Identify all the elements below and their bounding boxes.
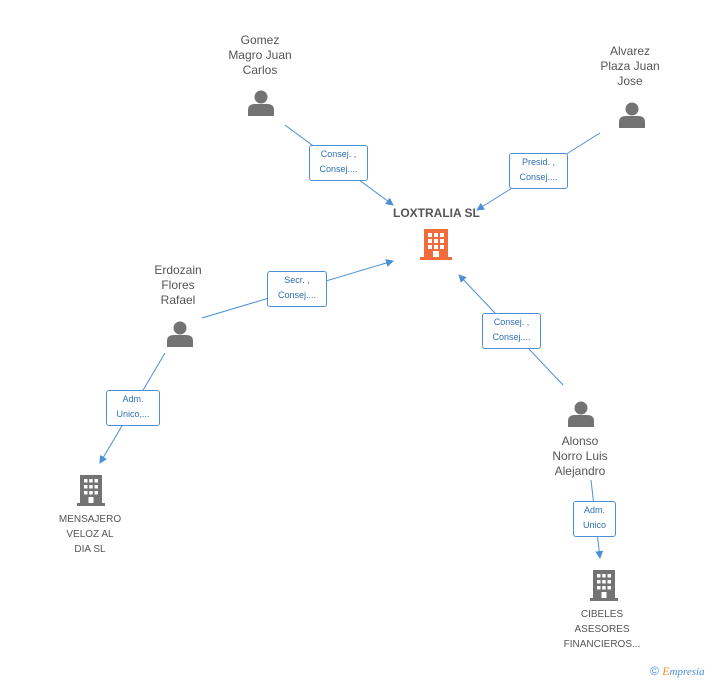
company-name-mensajero[interactable]: MENSAJERO VELOZ AL DIA SL xyxy=(40,512,140,557)
role-line: Consej.... xyxy=(519,172,558,182)
name-line: Erdozain xyxy=(154,263,202,277)
footer-brand[interactable]: © Empresia xyxy=(650,664,705,679)
name-line: Gomez xyxy=(240,33,280,47)
copyright-icon: © xyxy=(650,664,659,678)
name-line: Flores xyxy=(161,278,195,292)
person-icon[interactable] xyxy=(618,100,646,133)
person-name-gomez[interactable]: Gomez Magro Juan Carlos xyxy=(210,33,310,78)
role-line: Secr. , xyxy=(284,275,310,285)
building-icon[interactable] xyxy=(589,568,619,607)
name-line: VELOZ AL xyxy=(66,529,114,540)
name-line: FINANCIEROS... xyxy=(563,639,641,650)
name-line: Alonso xyxy=(561,434,599,448)
person-name-erdozain[interactable]: Erdozain Flores Rafael xyxy=(128,263,228,308)
role-box-alonso[interactable]: Consej. , Consej.... xyxy=(482,313,541,349)
role-line: Consej.... xyxy=(492,332,531,342)
role-box-erdozain-mensajero[interactable]: Adm. Unico,... xyxy=(106,390,160,426)
brand-initial: E xyxy=(662,664,670,678)
name-line: Magro Juan xyxy=(228,48,292,62)
role-line: Consej. , xyxy=(320,149,357,159)
brand-name: mpresia xyxy=(669,666,705,678)
role-box-erdozain[interactable]: Secr. , Consej.... xyxy=(267,271,327,307)
company-name-cibeles[interactable]: CIBELES ASESORES FINANCIEROS... xyxy=(552,607,652,652)
name-line: Alejandro xyxy=(554,464,606,478)
person-icon[interactable] xyxy=(166,319,194,352)
person-name-alvarez[interactable]: Alvarez Plaza Juan Jose xyxy=(580,44,680,89)
name-line: Jose xyxy=(617,74,643,88)
role-box-alonso-cibeles[interactable]: Adm. Unico xyxy=(573,501,616,537)
person-icon[interactable] xyxy=(567,399,595,432)
name-line: ASESORES xyxy=(574,624,630,635)
role-line: Unico xyxy=(582,520,606,530)
name-line: CIBELES xyxy=(580,609,624,620)
role-line: Consej. , xyxy=(493,317,530,327)
main-company-name[interactable]: LOXTRALIA SL xyxy=(393,206,480,220)
role-line: Consej.... xyxy=(277,290,317,300)
name-line: Carlos xyxy=(242,63,278,77)
name-line: Alvarez xyxy=(609,44,650,58)
name-line: Rafael xyxy=(160,293,196,307)
role-box-gomez[interactable]: Consej. , Consej.... xyxy=(309,145,368,181)
name-line: MENSAJERO xyxy=(58,514,122,525)
role-box-alvarez[interactable]: Presid. , Consej.... xyxy=(509,153,568,189)
name-line: Plaza Juan xyxy=(600,59,660,73)
role-line: Adm. xyxy=(583,505,605,515)
person-icon[interactable] xyxy=(247,88,275,121)
main-company-building-icon[interactable] xyxy=(420,227,452,266)
person-name-alonso[interactable]: Alonso Norro Luis Alejandro xyxy=(530,434,630,479)
role-line: Adm. xyxy=(122,394,144,404)
building-icon[interactable] xyxy=(76,473,106,512)
name-line: Norro Luis xyxy=(552,449,608,463)
role-line: Unico,... xyxy=(116,409,150,419)
role-line: Consej.... xyxy=(319,164,358,174)
name-line: DIA SL xyxy=(74,544,106,555)
role-line: Presid. , xyxy=(521,157,555,167)
